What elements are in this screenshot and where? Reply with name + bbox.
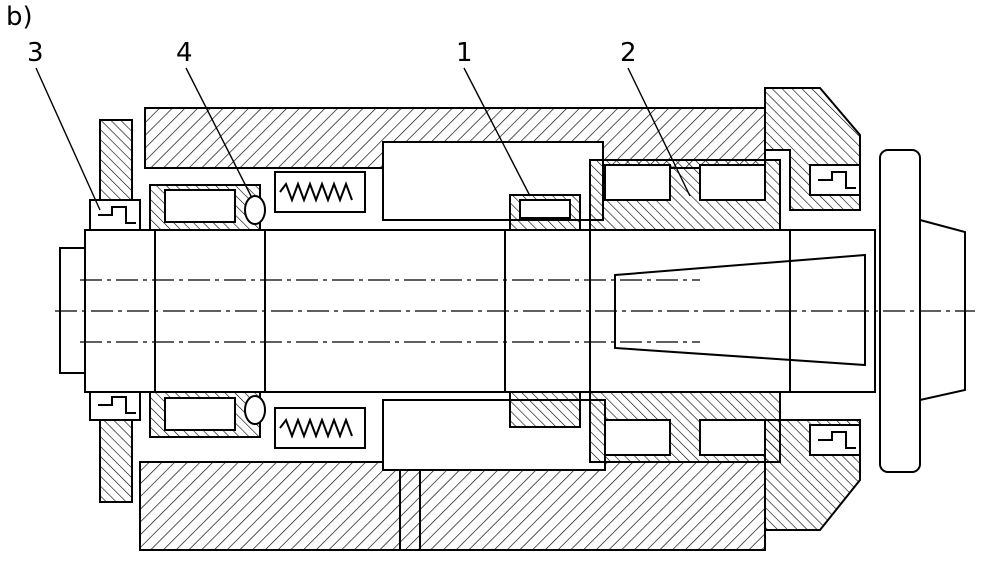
seal-3	[89, 164, 861, 456]
panel-label: b)	[6, 2, 33, 32]
centerline-group	[55, 279, 975, 343]
bearing-2	[589, 159, 781, 463]
face-plate	[879, 149, 966, 473]
callout-label-2: 2	[620, 38, 637, 68]
callout-label-3: 3	[27, 38, 44, 68]
leader-lines	[35, 67, 691, 211]
leader-line-2	[627, 67, 691, 197]
leader-line-3	[35, 67, 101, 211]
spring-pack	[274, 171, 366, 449]
left-bearing-set	[149, 184, 266, 438]
leader-line-4	[185, 67, 253, 199]
callout-label-4: 4	[176, 38, 193, 68]
bearing-1	[509, 194, 581, 428]
leader-line-1	[463, 67, 531, 197]
callout-label-1: 1	[456, 38, 473, 68]
